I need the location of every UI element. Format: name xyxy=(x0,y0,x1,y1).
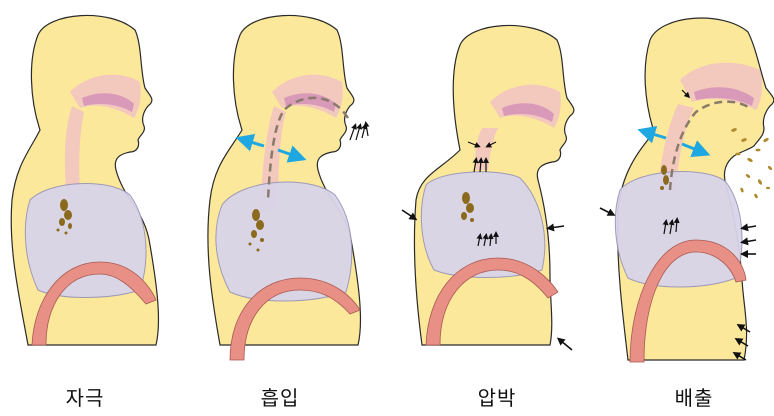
panel-stimulus xyxy=(11,15,158,345)
lung xyxy=(615,172,742,287)
caption-inhalation: 흡입 xyxy=(220,382,340,411)
inhale-arrows xyxy=(350,124,368,140)
panel-compression xyxy=(402,25,574,350)
caption-stimulus: 자극 xyxy=(25,382,145,411)
caption-compression: 압박 xyxy=(437,382,557,411)
panel-expulsion xyxy=(600,18,774,362)
panel-inhalation xyxy=(208,15,368,360)
caption-expulsion: 배출 xyxy=(634,382,754,411)
